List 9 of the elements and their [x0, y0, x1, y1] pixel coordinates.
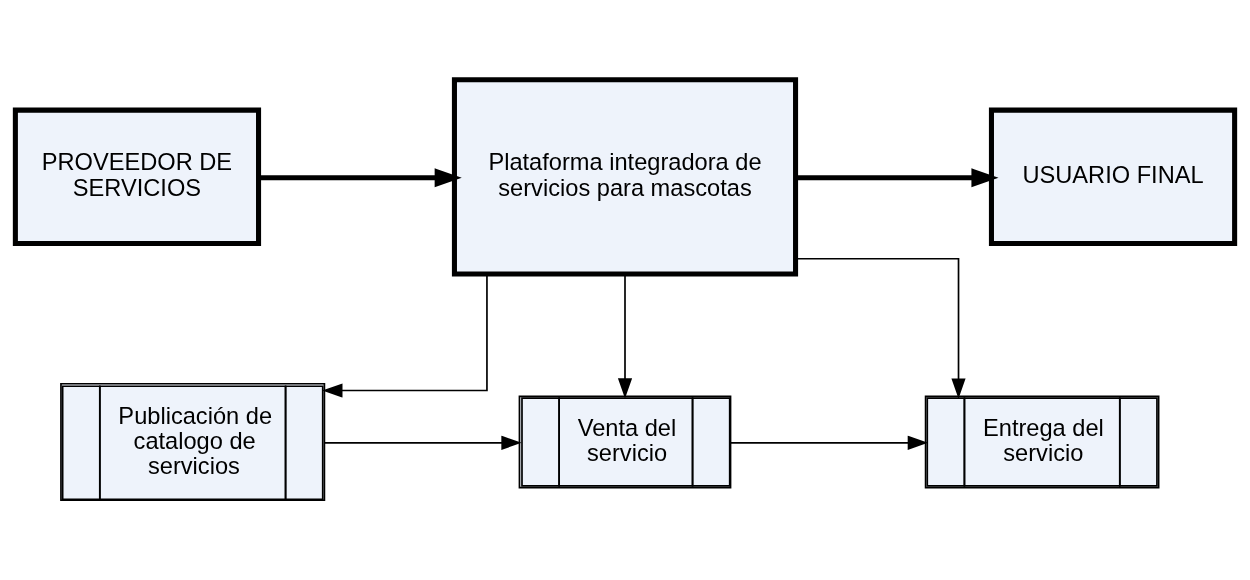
node-box: PROVEEDOR DE SERVICIOS [12, 107, 262, 247]
arrow [729, 435, 928, 450]
arrow [258, 168, 462, 188]
arrow [322, 273, 488, 398]
arrow [795, 168, 999, 188]
arrow [617, 273, 633, 399]
node-box: USUARIO FINAL [988, 107, 1238, 247]
arrow [323, 435, 522, 450]
node-box: Plataforma integradora de servicios para mascotas [451, 77, 799, 277]
